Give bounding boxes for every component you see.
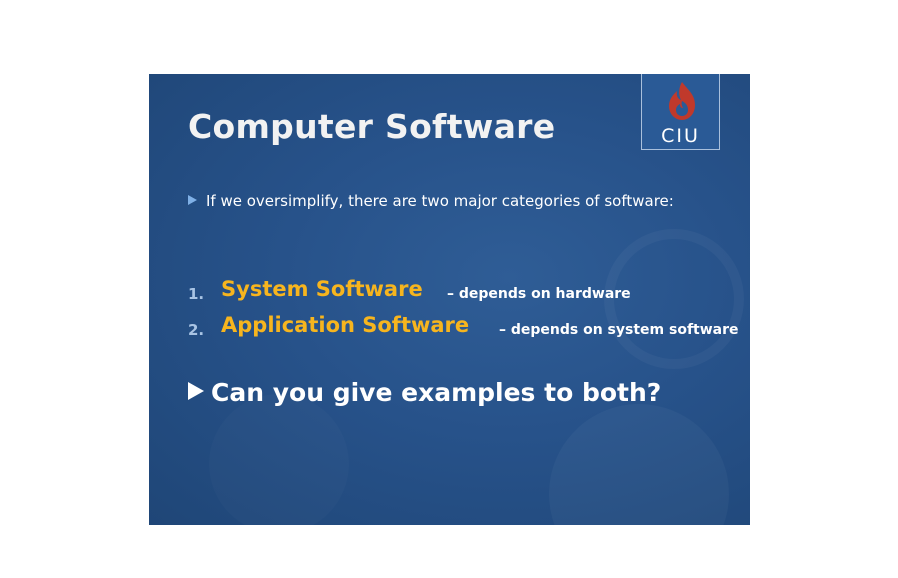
bullet-arrow-icon	[188, 195, 197, 205]
list-term: System Software	[221, 277, 423, 301]
list-term: Application Software	[221, 313, 470, 337]
slide: Computer Software CIU If we oversimplify…	[149, 74, 750, 525]
question-bullet: Can you give examples to both?	[188, 378, 661, 407]
ciu-logo: CIU	[641, 74, 720, 150]
list-number: 1.	[188, 285, 205, 303]
logo-text: CIU	[661, 125, 700, 147]
decorative-circle	[209, 394, 349, 525]
list-description: – depends on hardware	[447, 286, 631, 302]
intro-bullet-text: If we oversimplify, there are two major …	[206, 192, 674, 210]
decorative-circle	[549, 404, 729, 525]
list-description: – depends on system software	[499, 322, 739, 338]
question-text: Can you give examples to both?	[211, 378, 662, 407]
bullet-arrow-icon	[188, 382, 204, 400]
ciu-flame-icon	[669, 82, 695, 120]
intro-bullet: If we oversimplify, there are two major …	[188, 192, 674, 210]
slide-title: Computer Software	[188, 107, 556, 146]
list-number: 2.	[188, 321, 205, 339]
